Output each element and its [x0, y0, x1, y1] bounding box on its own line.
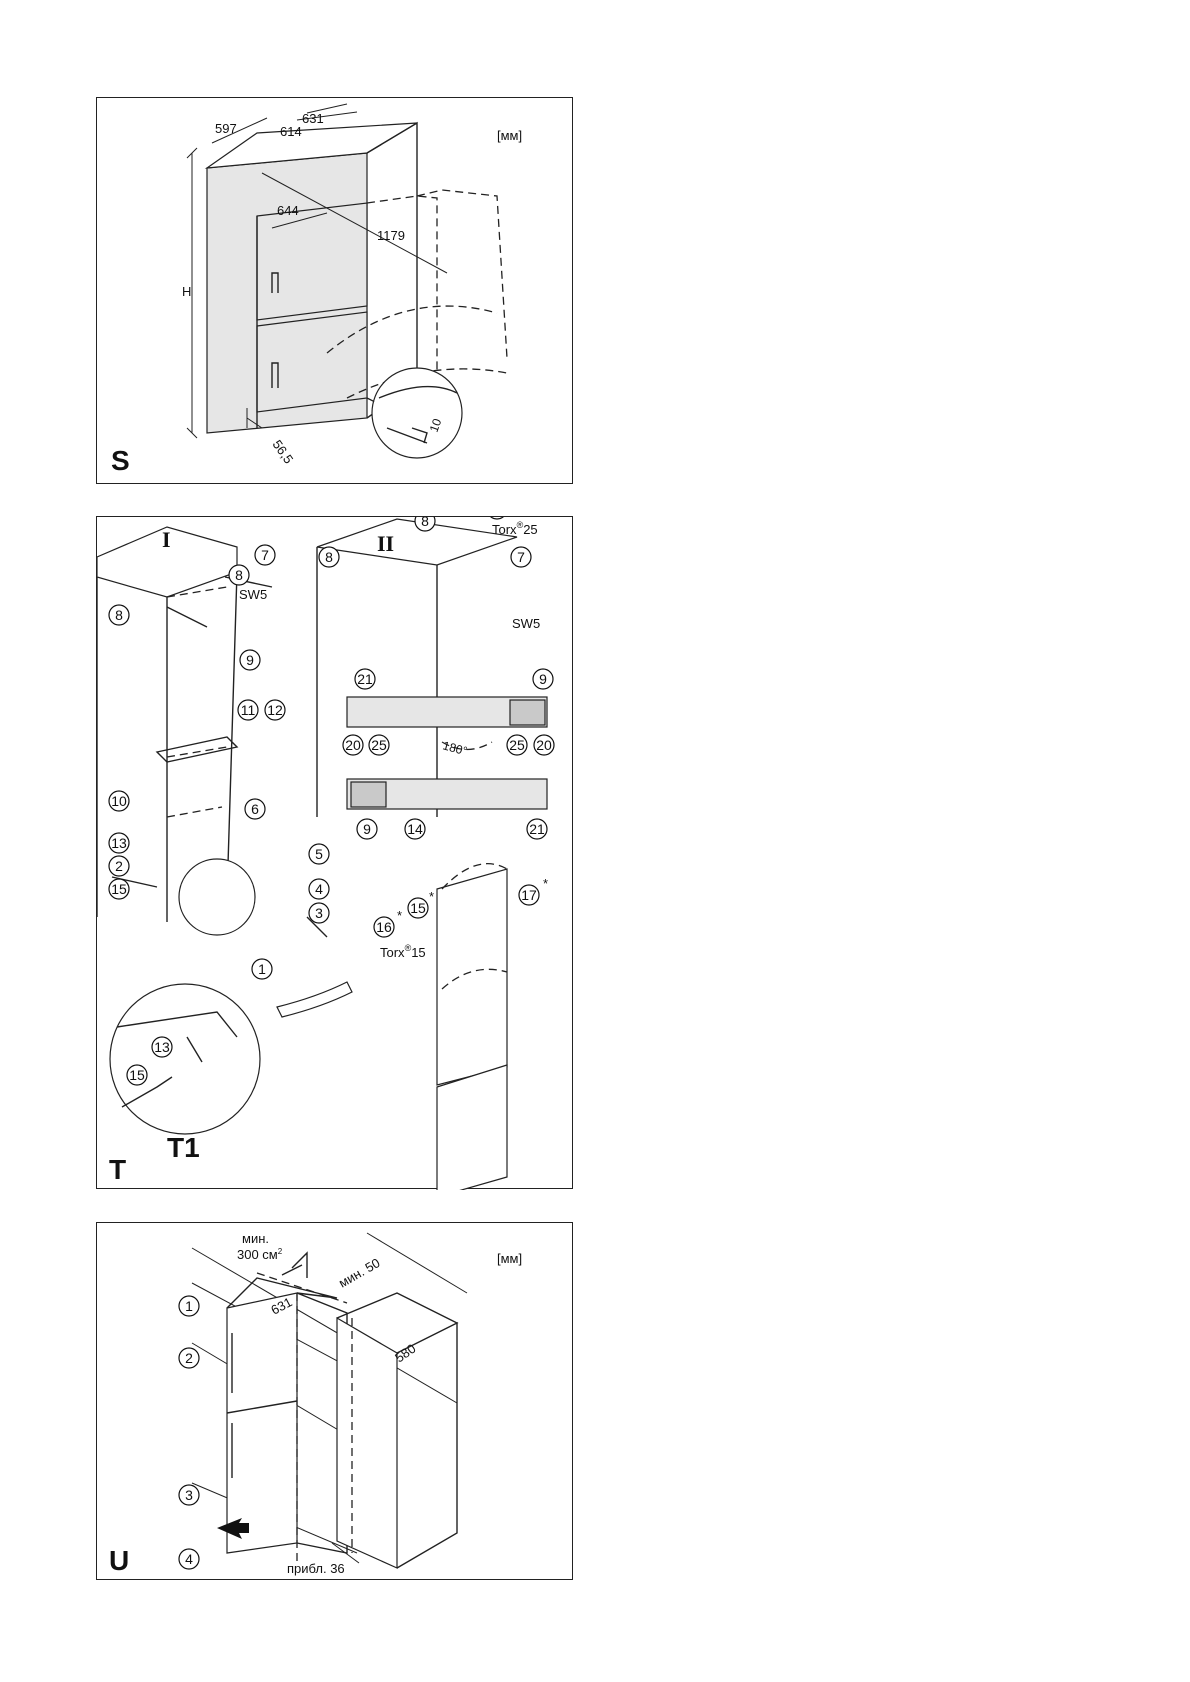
svg-text:3: 3	[315, 905, 323, 921]
svg-text:4: 4	[315, 881, 323, 897]
svg-text:2: 2	[115, 858, 123, 874]
unit-label-u: [мм]	[497, 1251, 522, 1266]
detail-circle-hinge	[178, 858, 256, 936]
vent-area-label: 300 см2	[237, 1247, 283, 1262]
svg-text:21: 21	[357, 671, 373, 687]
vent-min-label: мин.	[242, 1231, 269, 1246]
gap-top-label: мин. 50	[336, 1255, 383, 1291]
handle-cover	[276, 981, 353, 1018]
figure-t-door-reversal: 7 8 8 9 11 12 10 6 13 2 15 5 4 3 1 16 15…	[96, 516, 573, 1190]
figure-letter: U	[109, 1545, 129, 1576]
foot-detail-circle	[371, 367, 463, 459]
dim-depth-a: 614	[280, 124, 302, 139]
svg-text:6: 6	[251, 801, 259, 817]
svg-text:2: 2	[185, 1350, 193, 1366]
svg-text:7: 7	[261, 547, 269, 563]
dim-height: H	[182, 284, 191, 299]
svg-text:13: 13	[154, 1039, 170, 1055]
asterisk-18: *	[543, 876, 548, 891]
unit-label: [мм]	[497, 128, 522, 143]
callouts: 7 8 8 9 11 12 10 6 13 2 15 5 4 3 1 16 15…	[108, 517, 555, 1086]
door-lower	[256, 311, 368, 413]
torx15-label: Torx®15	[380, 943, 426, 960]
svg-text:8: 8	[115, 607, 123, 623]
vent-arrow	[281, 1251, 308, 1278]
svg-text:25: 25	[509, 737, 525, 753]
svg-text:9: 9	[246, 652, 254, 668]
svg-text:8: 8	[325, 549, 333, 565]
figure-u-niche-installation: 1 2 3 4 мин. 300 см2 мин. 50 631 580 при…	[96, 1222, 573, 1580]
svg-text:1: 1	[185, 1298, 193, 1314]
dim-foot-detail: 10	[427, 416, 445, 434]
svg-text:9: 9	[539, 671, 547, 687]
figure-s-dimensions: 597 614 631 644 1179 H 56,5 10 [мм] S	[96, 97, 573, 484]
svg-text:12: 12	[267, 702, 283, 718]
wrench-label-ii: SW5	[512, 616, 540, 631]
rotation-angle: 180°	[441, 738, 469, 758]
niche-installation-drawing: 1 2 3 4 мин. 300 см2 мин. 50 631 580 при…	[109, 1231, 522, 1576]
door-handles	[271, 272, 279, 388]
svg-text:14: 14	[407, 821, 423, 837]
svg-text:8: 8	[421, 517, 429, 529]
cabinet-top-ii	[316, 518, 518, 566]
dim-width: 597	[215, 121, 237, 136]
svg-text:1: 1	[258, 961, 266, 977]
step-ii-label: II	[377, 531, 394, 556]
svg-text:9: 9	[363, 821, 371, 837]
hinge-plate-lower	[350, 781, 387, 808]
svg-text:17: 17	[521, 887, 537, 903]
svg-text:4: 4	[185, 1551, 193, 1567]
svg-text:3: 3	[185, 1487, 193, 1503]
detail-label-t1: T1	[167, 1132, 200, 1163]
svg-text:15: 15	[129, 1067, 145, 1083]
svg-text:15: 15	[111, 881, 127, 897]
detail-circle-t1	[109, 983, 261, 1135]
svg-text:7: 7	[517, 549, 525, 565]
svg-text:20: 20	[345, 737, 361, 753]
push-arrow	[217, 1518, 249, 1539]
torx25-label: Torx®25	[492, 520, 538, 537]
asterisk-17: *	[397, 908, 402, 923]
svg-text:13: 13	[111, 835, 127, 851]
door-reversal-drawing: 7 8 8 9 11 12 10 6 13 2 15 5 4 3 1 16 15…	[97, 517, 555, 1190]
svg-text:16: 16	[376, 919, 392, 935]
svg-text:8: 8	[235, 567, 243, 583]
fridge-front-u	[226, 1292, 298, 1554]
callouts-u: 1 2 3 4	[178, 1295, 200, 1570]
asterisk-16: *	[429, 889, 434, 904]
svg-text:11: 11	[241, 702, 256, 718]
bottom-gap-label: прибл. 36	[287, 1561, 345, 1576]
hinge-plate-upper	[509, 699, 546, 726]
step-i-label: I	[162, 527, 171, 552]
niche-side	[336, 1316, 398, 1569]
fridge-dimensions-drawing: 597 614 631 644 1179 H 56,5 10 [мм] S	[111, 103, 522, 476]
svg-text:25: 25	[371, 737, 387, 753]
svg-text:5: 5	[315, 846, 323, 862]
svg-text:10: 10	[111, 793, 127, 809]
figure-letter: S	[111, 445, 130, 476]
svg-text:21: 21	[529, 821, 545, 837]
svg-text:20: 20	[536, 737, 552, 753]
door-upper-t	[436, 868, 508, 1086]
svg-text:15: 15	[410, 900, 426, 916]
height-dimension	[186, 147, 198, 439]
figure-letter: T	[109, 1154, 126, 1185]
dim-foot: 56,5	[270, 437, 297, 466]
dim-door-open: 644	[277, 203, 299, 218]
door-lower-t	[436, 1064, 508, 1190]
dim-depth-b: 631	[302, 111, 324, 126]
dim-clearance: 1179	[377, 228, 405, 243]
wrench-label: SW5	[239, 587, 267, 602]
